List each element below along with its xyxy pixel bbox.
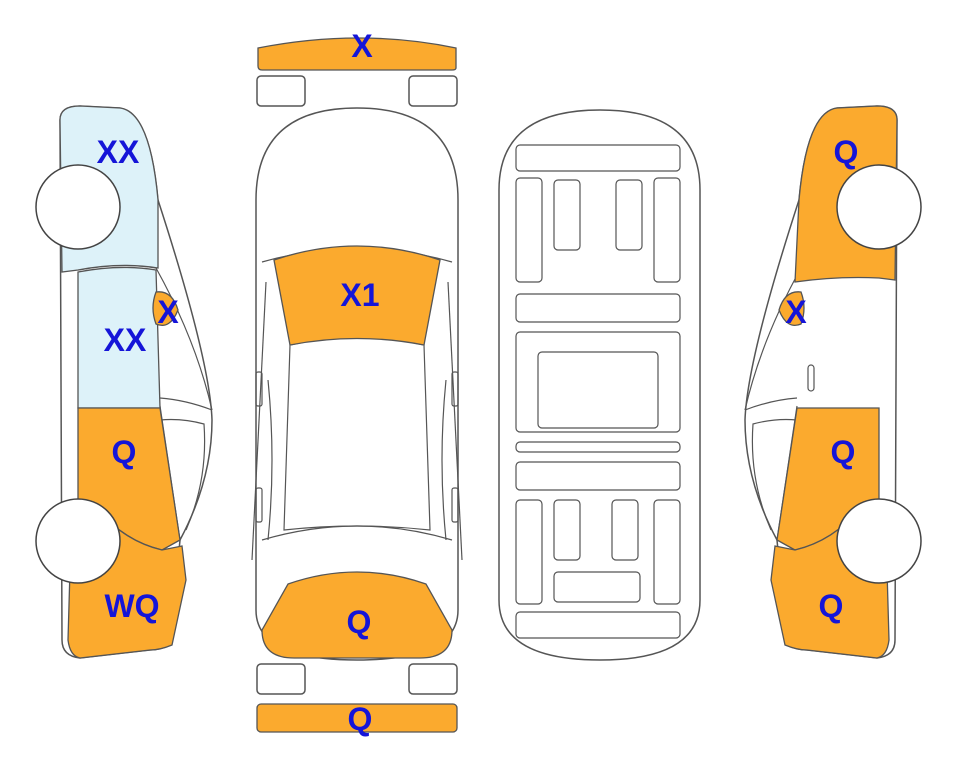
rear-bumper[interactable] <box>256 703 458 733</box>
left-rear-wheel <box>35 498 121 584</box>
right-front-wheel <box>836 164 922 250</box>
label-hood: X1 <box>340 277 379 313</box>
left-front-wheel <box>35 164 121 250</box>
front-bumper[interactable] <box>257 37 457 71</box>
left-front-door[interactable] <box>77 266 161 409</box>
car-bottom-view <box>498 109 701 661</box>
rear-right-taillight <box>408 663 458 695</box>
label-rear-bumper: Q <box>348 701 373 737</box>
right-mirror[interactable] <box>778 291 805 327</box>
hood[interactable] <box>273 245 441 346</box>
label-trunk: Q <box>347 604 372 640</box>
label-right-rear-quarter: Q <box>819 588 844 624</box>
rear-left-taillight <box>256 663 306 695</box>
label-right-mirror: X <box>785 294 807 330</box>
trunk[interactable] <box>261 571 453 659</box>
label-left-rear-quarter: WQ <box>104 588 159 624</box>
right-rear-wheel <box>836 498 922 584</box>
label-left-rear-door: Q <box>112 434 137 470</box>
label-left-front-fender: XX <box>97 134 140 170</box>
label-left-front-door: XX <box>104 322 147 358</box>
label-right-front-fender: Q <box>834 134 859 170</box>
label-left-mirror: X <box>157 294 179 330</box>
label-right-rear-door: Q <box>831 434 856 470</box>
front-left-headlight <box>256 75 306 107</box>
label-front-bumper: X <box>351 28 373 64</box>
front-right-headlight <box>408 75 458 107</box>
left-mirror[interactable] <box>152 291 179 327</box>
